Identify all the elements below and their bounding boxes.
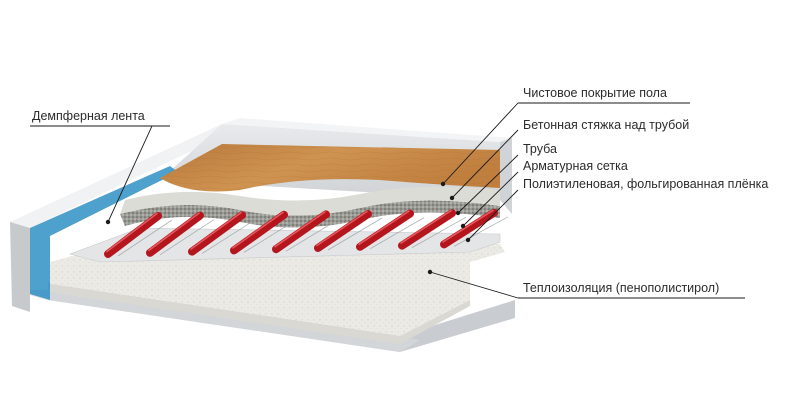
mesh-wire — [453, 216, 509, 247]
base-slab-top — [12, 290, 420, 352]
heating-pipe-highlight — [358, 210, 410, 246]
heating-pipe — [398, 209, 456, 250]
label-reinforcing-mesh: Арматурная сетка — [523, 159, 628, 173]
leader-insulation — [429, 271, 519, 299]
mesh-wire — [201, 218, 257, 254]
heating-pipe-highlight — [400, 209, 452, 244]
leader-mesh — [462, 171, 519, 227]
left-wall-front — [10, 222, 30, 312]
heating-pipe-highlight — [190, 211, 242, 250]
mesh-wire — [327, 217, 383, 251]
insulation-layer — [50, 244, 505, 336]
leader-film — [467, 189, 519, 241]
heating-pipe — [314, 210, 372, 252]
heating-pipe — [440, 208, 498, 249]
label-finish-floor: Чистовое покрытие пола — [523, 86, 667, 100]
leader-pipe — [457, 154, 519, 214]
heating-pipe — [104, 212, 162, 258]
label-damper-tape: Демпферная лента — [32, 109, 145, 123]
label-pipe: Труба — [523, 142, 557, 156]
left-wall-top — [10, 124, 240, 228]
mesh-wire — [411, 216, 467, 248]
back-wall-top — [222, 118, 512, 142]
heating-pipe — [356, 209, 414, 251]
heating-pipe-highlight — [106, 212, 158, 253]
concrete-screed-layer — [120, 186, 500, 216]
reinforcing-mesh-layer — [120, 200, 500, 228]
leader-dots — [105, 181, 471, 275]
label-foil-film: Полиэтиленовая, фольгированная плёнка — [523, 177, 769, 191]
heating-pipe-highlight — [316, 210, 368, 247]
heating-pipe — [188, 211, 246, 256]
right-wall — [500, 138, 512, 214]
label-insulation: Теплоизоляция (пенополистирол) — [523, 281, 720, 295]
leader-lines — [107, 102, 519, 299]
heating-pipe — [272, 210, 330, 254]
heating-pipe — [146, 211, 204, 257]
heating-pipe-highlight — [274, 211, 326, 248]
heating-pipe-highlight — [232, 211, 284, 249]
heating-pipe — [230, 210, 288, 255]
heating-pipe-highlight — [148, 212, 200, 252]
mesh-wire — [159, 219, 215, 256]
leader-screed — [451, 129, 519, 199]
leader-finish — [442, 102, 519, 185]
label-concrete-screed: Бетонная стяжка над трубой — [523, 118, 690, 132]
mesh-wire — [243, 218, 299, 253]
mesh-wires — [117, 216, 509, 257]
heating-pipe-highlight — [442, 209, 494, 243]
heating-pipes — [104, 208, 498, 258]
leader-damper — [107, 125, 153, 223]
mesh-wire — [117, 219, 173, 257]
mesh-wire — [285, 218, 341, 252]
mesh-wire — [369, 217, 425, 250]
